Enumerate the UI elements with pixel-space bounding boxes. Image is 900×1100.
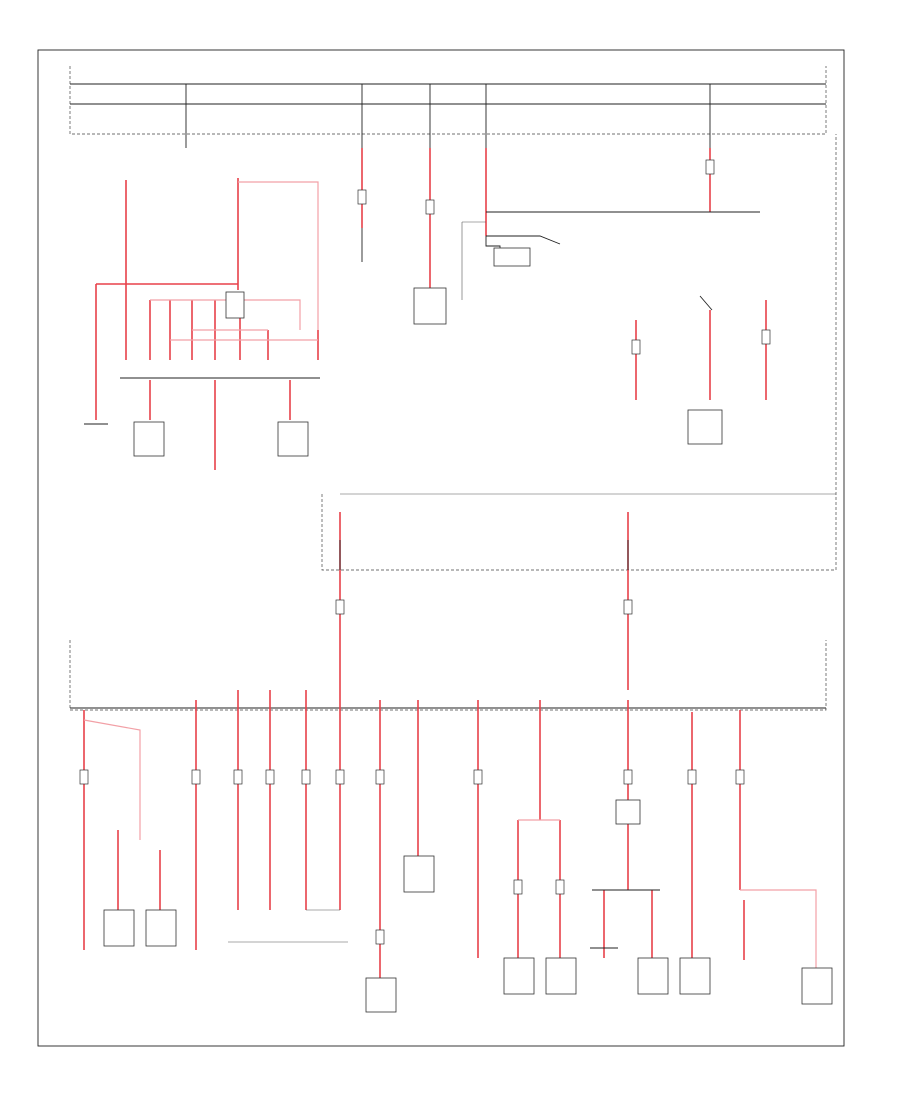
upper-wires [361, 148, 760, 288]
diagram-border [37, 49, 845, 1047]
lower-wires [83, 690, 817, 978]
center-upper-components [361, 221, 561, 325]
lower-components [103, 799, 833, 1013]
top-fuse-taps [185, 84, 711, 148]
right-upper-components [635, 295, 767, 445]
fuse-markers [79, 159, 771, 945]
lower-fuse-block [69, 640, 827, 711]
left-upper-cluster [84, 178, 320, 470]
middle-splice-box [321, 134, 837, 690]
top-fuse-block [69, 66, 827, 135]
